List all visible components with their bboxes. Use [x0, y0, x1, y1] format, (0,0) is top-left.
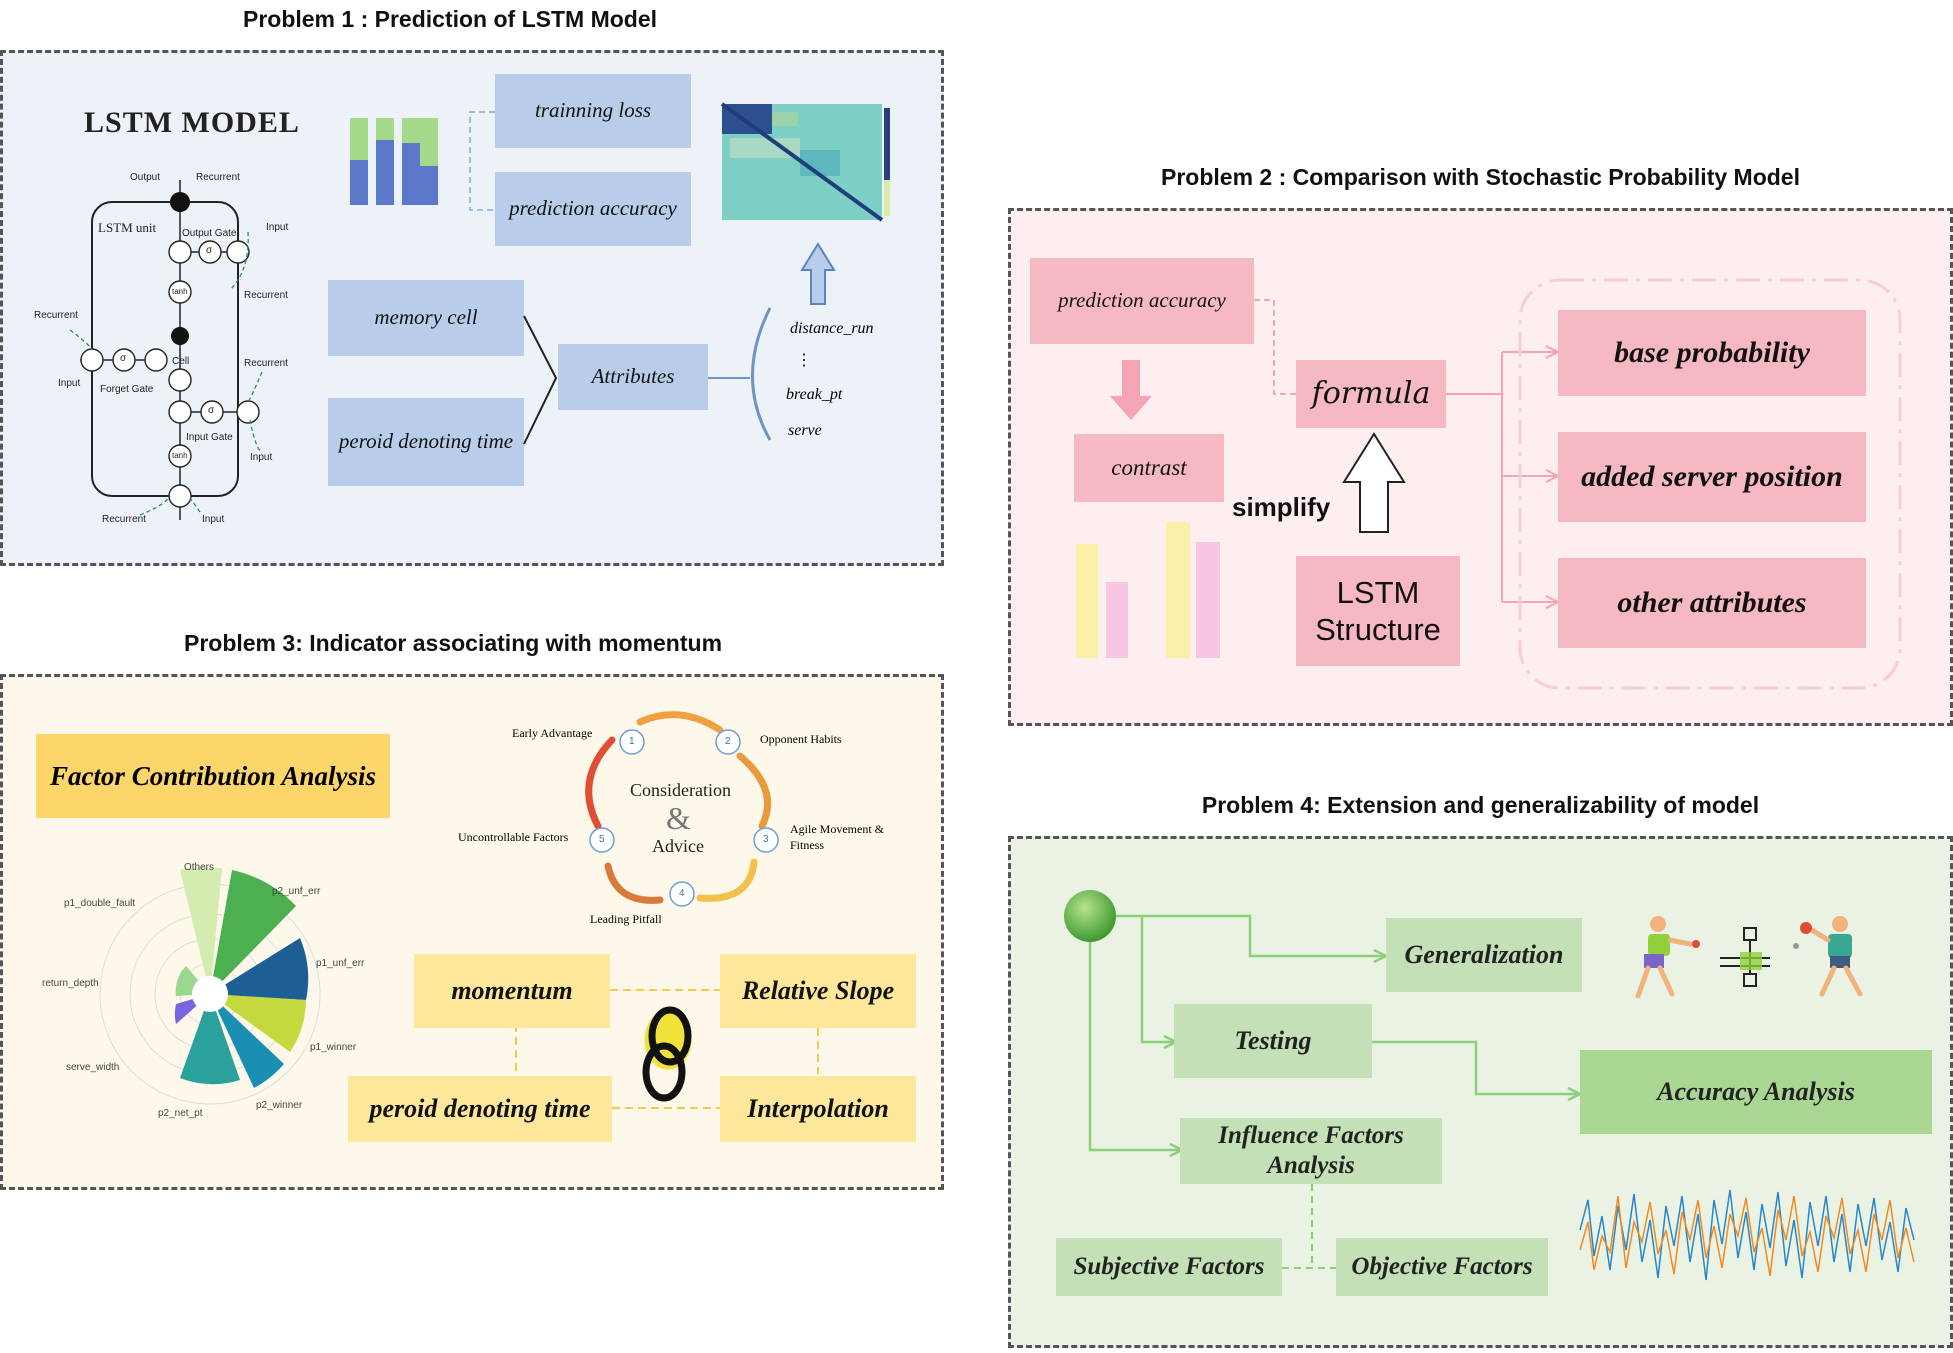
attr-serve: serve: [788, 422, 822, 439]
attr-distance-run: distance_run: [790, 320, 874, 337]
prediction-accuracy-box-p2: prediction accuracy: [1030, 258, 1254, 344]
cycle-fitness: Fitness: [790, 838, 825, 852]
start-node: [1064, 890, 1116, 942]
testing-box: Testing: [1174, 1004, 1372, 1078]
radial-label-others: Others: [184, 862, 215, 873]
contrast-box: contrast: [1074, 434, 1224, 502]
cycle-center-bottom: Advice: [652, 836, 704, 856]
label-forget-gate: Forget Gate: [100, 384, 154, 395]
label-recurrent-l: Recurrent: [34, 310, 78, 321]
label-input-l: Input: [58, 378, 81, 389]
radial-label-p2-unf-err: p2_unf_err: [272, 886, 321, 897]
label-tanh-2: tanh: [172, 451, 188, 460]
label-recurrent-r2: Recurrent: [244, 358, 288, 369]
problem3-title: Problem 3: Indicator associating with mo…: [183, 630, 723, 656]
cycle-num-4: 4: [679, 888, 685, 899]
peroid-time-box-p1: peroid denoting time: [328, 398, 524, 486]
objective-factors-box: Objective Factors: [1336, 1238, 1548, 1296]
influence-factors-box: Influence Factors Analysis: [1180, 1118, 1442, 1184]
label-input-bottom: Input: [202, 514, 225, 525]
factor-contribution-box: Factor Contribution Analysis: [36, 734, 390, 818]
lstm-structure-box: LSTM Structure: [1296, 556, 1460, 666]
formula-box: formula: [1296, 360, 1446, 428]
problem4-title: Problem 4: Extension and generalizabilit…: [1201, 792, 1760, 818]
generalization-box: Generalization: [1386, 918, 1582, 992]
lstm-model-title: LSTM MODEL: [84, 106, 300, 139]
momentum-box: momentum: [414, 954, 610, 1028]
training-loss-box: trainning loss: [495, 74, 691, 148]
label-sigma-2: σ: [120, 353, 127, 364]
cycle-center-top: Consideration: [630, 780, 731, 800]
cycle-uncontrollable: Uncontrollable Factors: [458, 830, 569, 844]
base-probability-box: base probability: [1558, 310, 1866, 396]
label-sigma-3: σ: [208, 405, 215, 416]
relative-slope-box: Relative Slope: [720, 954, 916, 1028]
cycle-num-1: 1: [629, 736, 635, 747]
subjective-factors-box: Subjective Factors: [1056, 1238, 1282, 1296]
radial-label-p2-net-pt: p2_net_pt: [158, 1108, 203, 1119]
cycle-num-3: 3: [763, 834, 769, 845]
radial-label-p1-double-fault: p1_double_fault: [64, 898, 136, 909]
attributes-box: Attributes: [558, 344, 708, 410]
label-tanh-1: tanh: [172, 287, 188, 296]
radial-label-serve-width: serve_width: [66, 1062, 120, 1073]
label-cell: Cell: [172, 356, 190, 367]
cycle-opponent-habits: Opponent Habits: [760, 732, 842, 746]
p2-grouping-frame: [1518, 278, 1902, 690]
peroid-time-box-p3: peroid denoting time: [348, 1076, 612, 1142]
radial-label-p1-unf-err: p1_unf_err: [316, 958, 365, 969]
accuracy-analysis-box: Accuracy Analysis: [1580, 1050, 1932, 1134]
simplify-label: simplify: [1232, 492, 1331, 522]
label-recurrent-top: Recurrent: [196, 172, 240, 183]
label-output-gate: Output Gate: [182, 228, 237, 239]
label-recurrent-bottom: Recurrent: [102, 514, 146, 525]
radial-label-return-depth: return_depth: [42, 978, 99, 989]
attr-ellipsis: ⋮: [796, 352, 812, 369]
label-lstm-unit: LSTM unit: [98, 220, 157, 235]
radial-label-p1-winner: p1_winner: [310, 1042, 357, 1053]
radial-label-p2-winner: p2_winner: [256, 1100, 303, 1111]
problem1-title: Problem 1 : Prediction of LSTM Model: [242, 6, 658, 32]
label-output: Output: [130, 172, 161, 183]
interpolation-box: Interpolation: [720, 1076, 916, 1142]
attr-break-pt: break_pt: [786, 386, 843, 403]
cycle-leading-pitfall: Leading Pitfall: [590, 912, 662, 926]
cell-node: [171, 327, 189, 345]
output-node: [170, 192, 190, 212]
other-attributes-box: other attributes: [1558, 558, 1866, 648]
prediction-accuracy-box-p1: prediction accuracy: [495, 172, 691, 246]
cycle-agile-movement: Agile Movement &: [790, 822, 884, 836]
cycle-num-2: 2: [725, 736, 731, 747]
memory-cell-box: memory cell: [328, 280, 524, 356]
cycle-num-5: 5: [599, 834, 605, 845]
label-input-r: Input: [250, 452, 273, 463]
label-input-tr: Input: [266, 222, 289, 233]
cycle-early-advantage: Early Advantage: [512, 726, 593, 740]
cycle-center-amp: &: [666, 800, 691, 836]
label-recurrent-r1: Recurrent: [244, 290, 288, 301]
label-sigma-1: σ: [206, 245, 213, 256]
problem2-title: Problem 2 : Comparison with Stochastic P…: [1161, 164, 1800, 190]
link-icon: [642, 1006, 692, 1102]
added-server-position-box: added server position: [1558, 432, 1866, 522]
label-input-gate: Input Gate: [186, 432, 233, 443]
